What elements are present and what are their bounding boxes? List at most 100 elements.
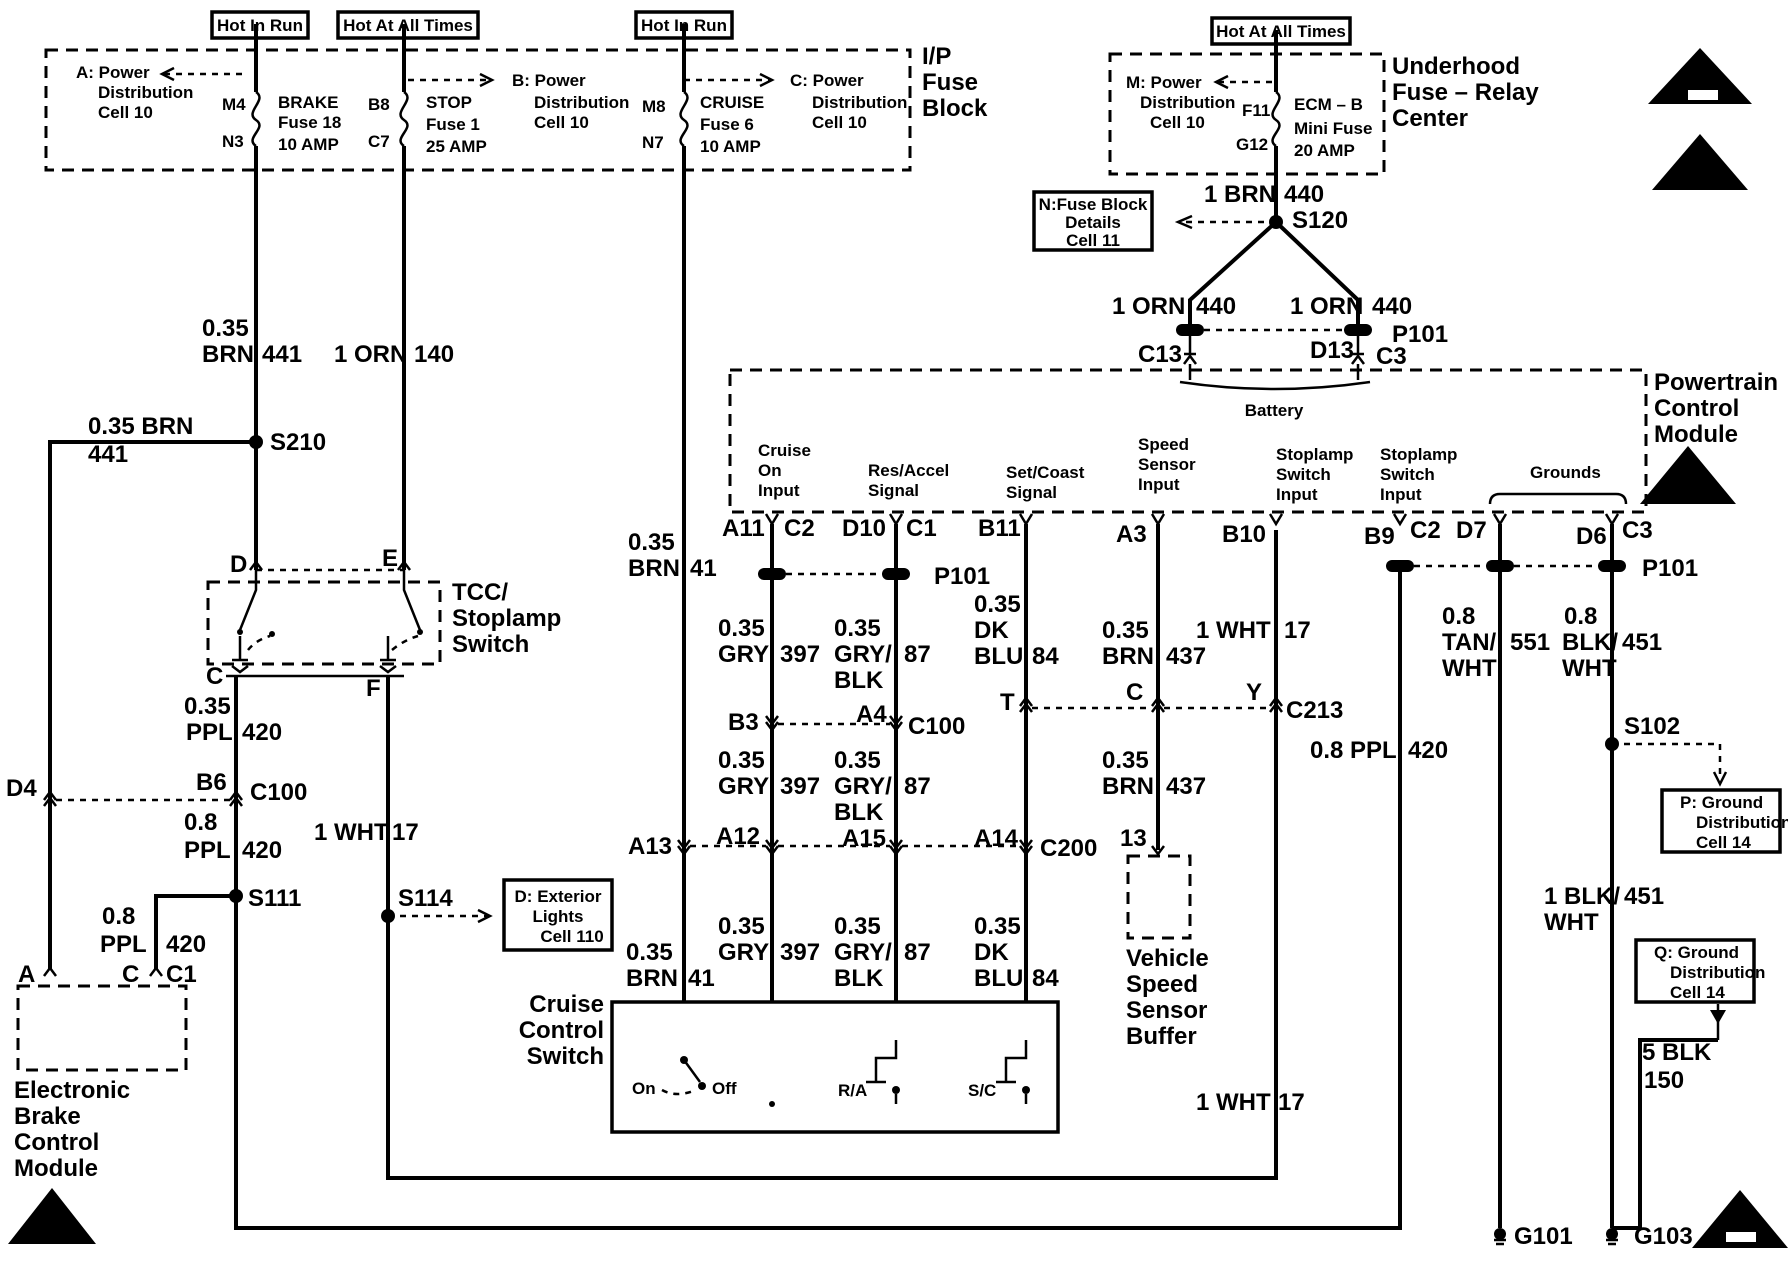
- svg-text:D10: D10: [842, 515, 886, 542]
- svg-text:P101: P101: [1642, 555, 1698, 582]
- svg-text:WHT: WHT: [1562, 655, 1617, 682]
- svg-text:B9: B9: [1364, 523, 1395, 550]
- svg-text:BLU: BLU: [974, 965, 1023, 992]
- svg-text:441: 441: [262, 341, 302, 368]
- svg-text:0.35: 0.35: [974, 591, 1021, 618]
- wire-labels-left-lower: 0.35 PPL 420 D4 B6 C100 0.8 PPL 420 1 WH…: [6, 693, 453, 988]
- svg-text:Input: Input: [1276, 485, 1318, 504]
- svg-text:Stoplamp: Stoplamp: [452, 605, 561, 632]
- svg-text:Cell 14: Cell 14: [1670, 983, 1725, 1002]
- svg-text:I/P: I/P: [922, 43, 951, 70]
- svg-text:397: 397: [780, 773, 820, 800]
- svg-text:5 BLK: 5 BLK: [1642, 1039, 1712, 1066]
- hot-in-run-tag-1: Hot In Run: [210, 10, 310, 40]
- svg-text:Cell 14: Cell 14: [1696, 833, 1751, 852]
- svg-text:84: 84: [1032, 965, 1059, 992]
- svg-text:BRN: BRN: [1102, 643, 1154, 670]
- wire-labels-left: 0.35 BRN 441 1 ORN 140 0.35 BRN 441 S210: [88, 315, 454, 468]
- svg-text:B: Power: B: Power: [512, 71, 586, 90]
- svg-text:GRY/: GRY/: [834, 939, 892, 966]
- svg-text:Details: Details: [1065, 213, 1121, 232]
- svg-text:Speed: Speed: [1126, 971, 1198, 998]
- svg-text:397: 397: [780, 641, 820, 668]
- svg-text:GRY: GRY: [718, 939, 769, 966]
- svg-text:Lights: Lights: [533, 907, 584, 926]
- svg-text:B10: B10: [1222, 521, 1266, 548]
- svg-text:0.35: 0.35: [628, 529, 675, 556]
- svg-text:0.8: 0.8: [184, 809, 217, 836]
- svg-text:F11: F11: [1242, 101, 1270, 120]
- svg-text:S114: S114: [398, 885, 453, 912]
- svg-text:1 WHT: 1 WHT: [314, 819, 389, 846]
- inline-connectors: [677, 695, 1283, 857]
- svg-text:BRN: BRN: [1102, 773, 1154, 800]
- svg-text:Block: Block: [922, 95, 988, 122]
- wire-labels-top: 1 BRN 440 S120 N:Fuse Block Details Cell…: [1032, 181, 1448, 420]
- svg-text:Cruise: Cruise: [758, 441, 811, 460]
- svg-text:0.35: 0.35: [184, 693, 231, 720]
- svg-text:Input: Input: [1138, 475, 1180, 494]
- svg-text:420: 420: [1408, 737, 1448, 764]
- svg-text:437: 437: [1166, 643, 1206, 670]
- svg-text:G101: G101: [1514, 1223, 1573, 1250]
- svg-text:Switch: Switch: [1380, 465, 1435, 484]
- svg-text:Input: Input: [1380, 485, 1422, 504]
- svg-text:Underhood: Underhood: [1392, 53, 1520, 80]
- svg-text:A15: A15: [842, 825, 886, 852]
- svg-text:Sensor: Sensor: [1126, 997, 1207, 1024]
- svg-text:G103: G103: [1634, 1223, 1693, 1250]
- cruise-control-switch: Cruise Control Switch On Off R/A S/C: [519, 991, 1060, 1134]
- svg-text:PPL: PPL: [184, 837, 231, 864]
- svg-text:441: 441: [88, 441, 128, 468]
- svg-text:C200: C200: [1040, 835, 1097, 862]
- svg-text:PPL: PPL: [100, 931, 147, 958]
- svg-text:Electronic: Electronic: [14, 1077, 130, 1104]
- svg-text:551: 551: [1510, 629, 1550, 656]
- svg-text:Y: Y: [1246, 679, 1262, 706]
- svg-text:B3: B3: [728, 709, 759, 736]
- svg-text:Sensor: Sensor: [1138, 455, 1196, 474]
- svg-text:A4: A4: [856, 701, 887, 728]
- svg-text:M8: M8: [642, 97, 666, 116]
- svg-text:140: 140: [414, 341, 454, 368]
- svg-text:440: 440: [1196, 293, 1236, 320]
- svg-text:GRY/: GRY/: [834, 641, 892, 668]
- svg-text:T: T: [1000, 689, 1015, 716]
- svg-text:D13: D13: [1310, 337, 1354, 364]
- svg-text:0.35: 0.35: [202, 315, 249, 342]
- svg-text:17: 17: [1284, 617, 1311, 644]
- svg-text:0.8: 0.8: [1442, 603, 1475, 630]
- svg-text:25 AMP: 25 AMP: [426, 137, 487, 156]
- svg-text:S210: S210: [270, 429, 326, 456]
- svg-text:Stoplamp: Stoplamp: [1380, 445, 1457, 464]
- svg-text:Distribution: Distribution: [812, 93, 907, 112]
- svg-text:N7: N7: [642, 133, 664, 152]
- svg-text:B6: B6: [196, 769, 227, 796]
- powertrain-control-module: Powertrain Control Module Cruise On Inpu…: [728, 368, 1778, 514]
- svg-text:1 BRN: 1 BRN: [1204, 181, 1276, 208]
- obd-warning-icon-bottom: [1692, 1190, 1788, 1248]
- svg-text:Hot In Run: Hot In Run: [217, 16, 303, 35]
- svg-text:Fuse 1: Fuse 1: [426, 115, 480, 134]
- tcc-stoplamp-switch: D E TCC/ Stoplamp Switch C F: [206, 545, 561, 702]
- svg-text:BRN: BRN: [626, 965, 678, 992]
- p101-connector-mid: [758, 560, 1626, 580]
- hot-at-all-times-tag-2: Hot At All Times: [1210, 16, 1352, 46]
- svg-text:Switch: Switch: [1276, 465, 1331, 484]
- svg-text:Powertrain: Powertrain: [1654, 369, 1778, 396]
- svg-text:0.8 PPL: 0.8 PPL: [1310, 737, 1397, 764]
- svg-text:Fuse – Relay: Fuse – Relay: [1392, 79, 1539, 106]
- svg-text:41: 41: [690, 555, 717, 582]
- svg-text:0.35: 0.35: [718, 913, 765, 940]
- ip-fuse-block: I/P Fuse Block A: Power Distribution Cel…: [44, 43, 988, 172]
- svg-text:C: C: [206, 663, 223, 690]
- svg-text:0.35: 0.35: [974, 913, 1021, 940]
- svg-text:D: Exterior: D: Exterior: [515, 887, 602, 906]
- svg-text:S102: S102: [1624, 713, 1680, 740]
- svg-text:D6: D6: [1576, 523, 1607, 550]
- svg-text:437: 437: [1166, 773, 1206, 800]
- svg-text:N:Fuse Block: N:Fuse Block: [1039, 195, 1148, 214]
- svg-text:Brake: Brake: [14, 1103, 81, 1130]
- svg-text:C2: C2: [784, 515, 815, 542]
- svg-text:GRY/: GRY/: [834, 773, 892, 800]
